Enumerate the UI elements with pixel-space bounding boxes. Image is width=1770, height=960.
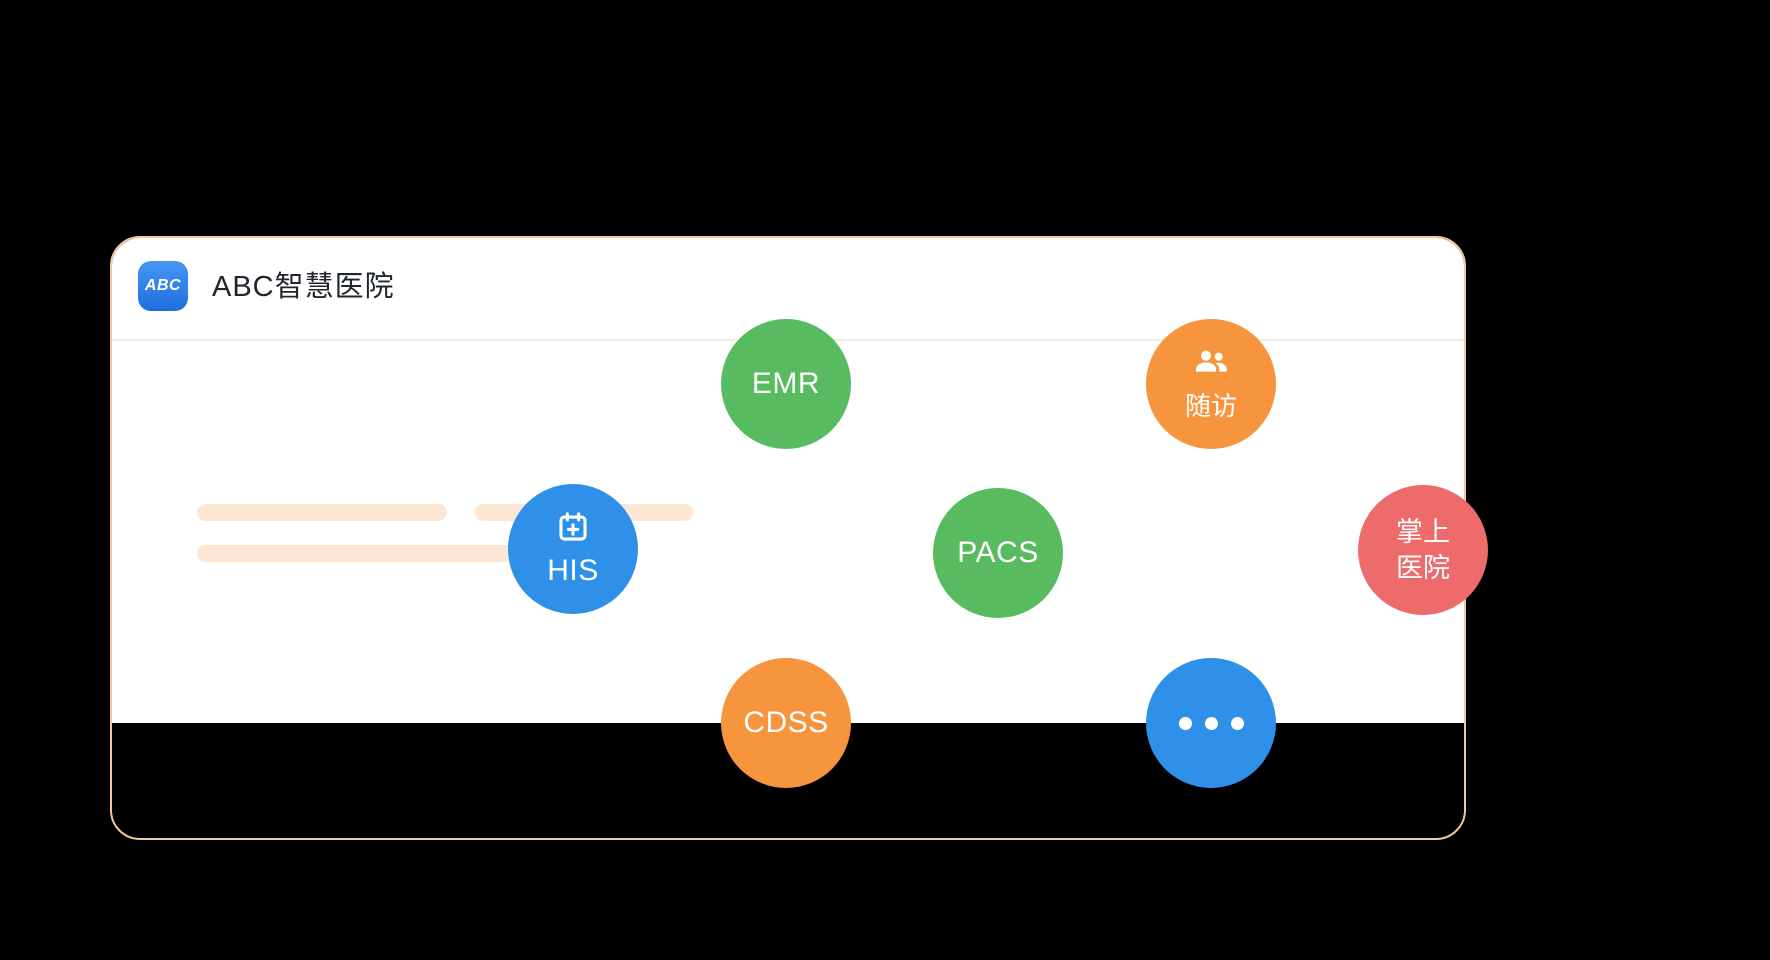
node-mobile-hospital-label-line2: 医院 [1396, 553, 1450, 583]
people-group-icon [1191, 346, 1231, 385]
node-cdss-label: CDSS [743, 706, 829, 739]
calendar-plus-icon [556, 510, 590, 549]
ellipsis-icon [1178, 716, 1244, 730]
node-pacs[interactable]: PACS [933, 488, 1063, 618]
node-mobile-hospital[interactable]: 掌上 医院 [1358, 485, 1488, 615]
app-window-card: ABC ABC智慧医院 EMR 随访 [110, 236, 1488, 840]
skeleton-bar [197, 545, 515, 562]
node-his[interactable]: HIS [508, 484, 638, 614]
window-title: ABC智慧医院 [212, 271, 395, 303]
node-suifang[interactable]: 随访 [1146, 319, 1276, 449]
node-cdss[interactable]: CDSS [721, 658, 851, 788]
node-emr-label: EMR [751, 367, 821, 400]
skeleton-bar [197, 504, 447, 521]
node-emr[interactable]: EMR [721, 319, 851, 449]
node-more[interactable] [1146, 658, 1276, 788]
node-mobile-hospital-label-line1: 掌上 [1396, 517, 1450, 547]
node-suifang-label: 随访 [1184, 391, 1237, 421]
app-logo: ABC [138, 261, 188, 311]
app-logo-text: ABC [144, 277, 182, 294]
window-body: ABC ABC智慧医院 [112, 238, 1464, 723]
node-pacs-label: PACS [957, 536, 1039, 569]
node-his-label: HIS [547, 554, 599, 587]
